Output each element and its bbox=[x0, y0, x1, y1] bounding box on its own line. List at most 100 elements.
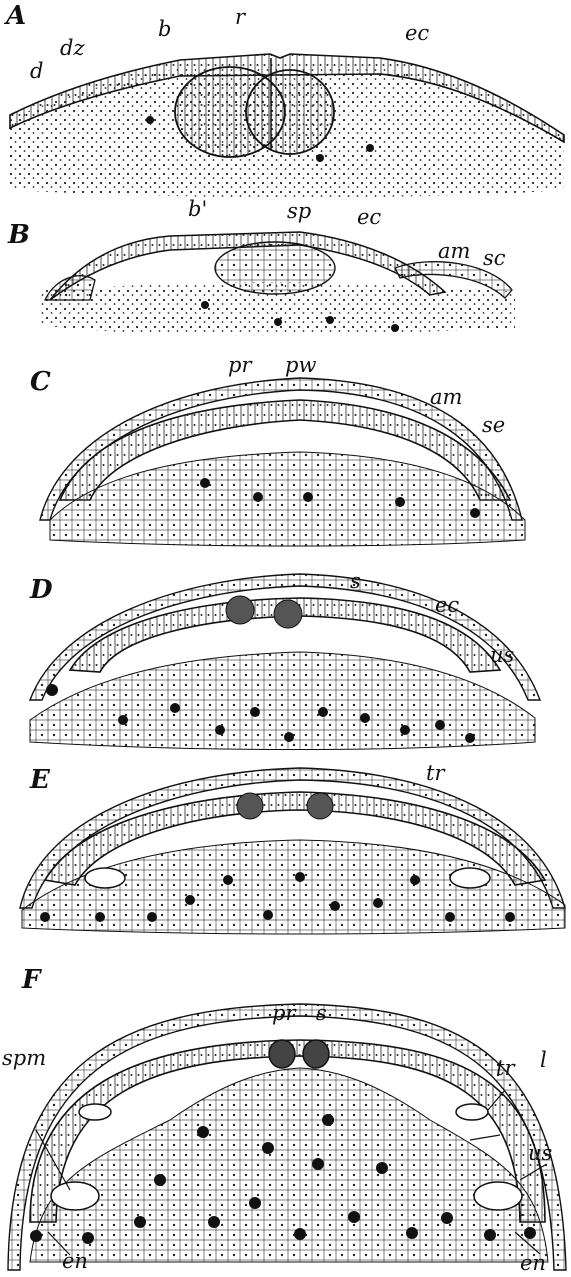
yolk-nucleus bbox=[373, 898, 383, 908]
annotation-label: tr bbox=[496, 1056, 516, 1080]
yolk-nucleus bbox=[82, 1232, 94, 1244]
coelom-cavity bbox=[450, 868, 490, 888]
yolk-nucleus bbox=[410, 875, 420, 885]
yolk-nucleus bbox=[435, 720, 445, 730]
yolk-nucleus bbox=[201, 301, 209, 309]
panel-c: C pr pw am se bbox=[30, 353, 525, 546]
panel-label: C bbox=[30, 367, 51, 397]
yolk-nucleus bbox=[326, 316, 334, 324]
yolk-nucleus bbox=[40, 912, 50, 922]
yolk-nucleus bbox=[250, 707, 260, 717]
yolk-nucleus bbox=[395, 497, 405, 507]
leader-line bbox=[470, 1135, 500, 1140]
annotation-label: r bbox=[235, 5, 247, 29]
panel-label: F bbox=[21, 965, 42, 995]
yolk-nucleus bbox=[294, 1228, 306, 1240]
yolk-nucleus bbox=[366, 144, 374, 152]
panel-a: A d dz b r ec bbox=[3, 1, 564, 198]
yolk-nucleus bbox=[400, 725, 410, 735]
yolk-nucleus bbox=[197, 1126, 209, 1138]
panel-label: B bbox=[7, 220, 30, 250]
panel-e: E tr bbox=[20, 761, 565, 934]
yolk-nucleus bbox=[465, 733, 475, 743]
panel-label: D bbox=[29, 575, 53, 605]
yolk-nucleus bbox=[406, 1227, 418, 1239]
annotation-label: s bbox=[316, 1001, 327, 1025]
panel-label: A bbox=[3, 1, 26, 31]
yolk-nucleus bbox=[303, 492, 313, 502]
yolk-nucleus bbox=[505, 912, 515, 922]
annotation-label: tr bbox=[426, 761, 446, 785]
yolk-nucleus bbox=[348, 1211, 360, 1223]
annotation-label: se bbox=[482, 413, 505, 437]
yolk-nucleus bbox=[391, 324, 399, 332]
yolk-nucleus bbox=[312, 1158, 324, 1170]
panel-label: E bbox=[29, 765, 51, 795]
yolk-nucleus bbox=[253, 492, 263, 502]
annotation-label: b bbox=[158, 17, 171, 41]
annotation-label: s bbox=[350, 569, 361, 593]
yolk-nucleus bbox=[95, 912, 105, 922]
yolk-mass bbox=[30, 652, 535, 750]
annotation-label: sp bbox=[287, 199, 311, 223]
annotation-label: b' bbox=[188, 197, 207, 221]
yolk-nucleus bbox=[249, 1197, 261, 1209]
somite bbox=[307, 793, 333, 819]
panel-f: F pr s spm tr l us en en bbox=[2, 965, 566, 1275]
splanchnic-mesoderm bbox=[51, 1182, 99, 1210]
annotation-label: en bbox=[62, 1249, 88, 1273]
somite bbox=[237, 793, 263, 819]
coelom-cavity bbox=[456, 1104, 488, 1120]
yolk-nucleus bbox=[200, 478, 210, 488]
yolk-nucleus bbox=[441, 1212, 453, 1224]
neural-cord bbox=[303, 1040, 329, 1068]
annotation-label: ec bbox=[357, 205, 381, 229]
yolk-nucleus bbox=[146, 116, 154, 124]
yolk-nucleus bbox=[484, 1229, 496, 1241]
yolk-nucleus bbox=[262, 1142, 274, 1154]
yolk-nucleus bbox=[154, 1174, 166, 1186]
annotation-label: us bbox=[490, 643, 515, 667]
annotation-label: am bbox=[430, 385, 462, 409]
panel-d: D s ec us bbox=[29, 569, 540, 750]
yolk-nucleus bbox=[147, 912, 157, 922]
yolk-nucleus bbox=[134, 1216, 146, 1228]
yolk-nucleus bbox=[322, 1114, 334, 1126]
yolk-nucleus bbox=[118, 715, 128, 725]
yolk-nucleus bbox=[208, 1216, 220, 1228]
yolk-nucleus bbox=[263, 910, 273, 920]
yolk-nucleus bbox=[445, 912, 455, 922]
annotation-label: dz bbox=[60, 36, 85, 60]
yolk-nucleus bbox=[46, 684, 58, 696]
yolk-nucleus bbox=[318, 707, 328, 717]
somite bbox=[274, 600, 302, 628]
panel-b: B b' sp ec am sc bbox=[7, 197, 515, 335]
annotation-label: pr bbox=[272, 1001, 297, 1025]
annotation-label: ec bbox=[435, 593, 459, 617]
yolk-nucleus bbox=[274, 318, 282, 326]
annotation-label: l bbox=[540, 1048, 547, 1072]
yolk-nucleus bbox=[215, 725, 225, 735]
annotation-label: d bbox=[30, 59, 43, 83]
spore-mass bbox=[215, 242, 335, 294]
neural-cord bbox=[269, 1040, 295, 1068]
yolk-nucleus bbox=[185, 895, 195, 905]
yolk-nucleus bbox=[30, 1230, 42, 1242]
blastopore-mass bbox=[246, 70, 334, 154]
yolk-nucleus bbox=[284, 732, 294, 742]
somite bbox=[226, 596, 254, 624]
annotation-label: pr bbox=[228, 353, 253, 377]
annotation-label: pw bbox=[285, 353, 316, 377]
yolk-nucleus bbox=[223, 875, 233, 885]
amnion-fold-left bbox=[45, 276, 95, 300]
yolk-nucleus bbox=[316, 154, 324, 162]
yolk-mass bbox=[10, 151, 564, 198]
yolk-nucleus bbox=[295, 872, 305, 882]
annotation-label: en bbox=[520, 1251, 546, 1275]
yolk-nucleus bbox=[376, 1162, 388, 1174]
yolk-nucleus bbox=[524, 1227, 536, 1239]
annotation-label: sc bbox=[483, 246, 506, 270]
yolk-nucleus bbox=[330, 901, 340, 911]
annotation-label: us bbox=[528, 1141, 553, 1165]
